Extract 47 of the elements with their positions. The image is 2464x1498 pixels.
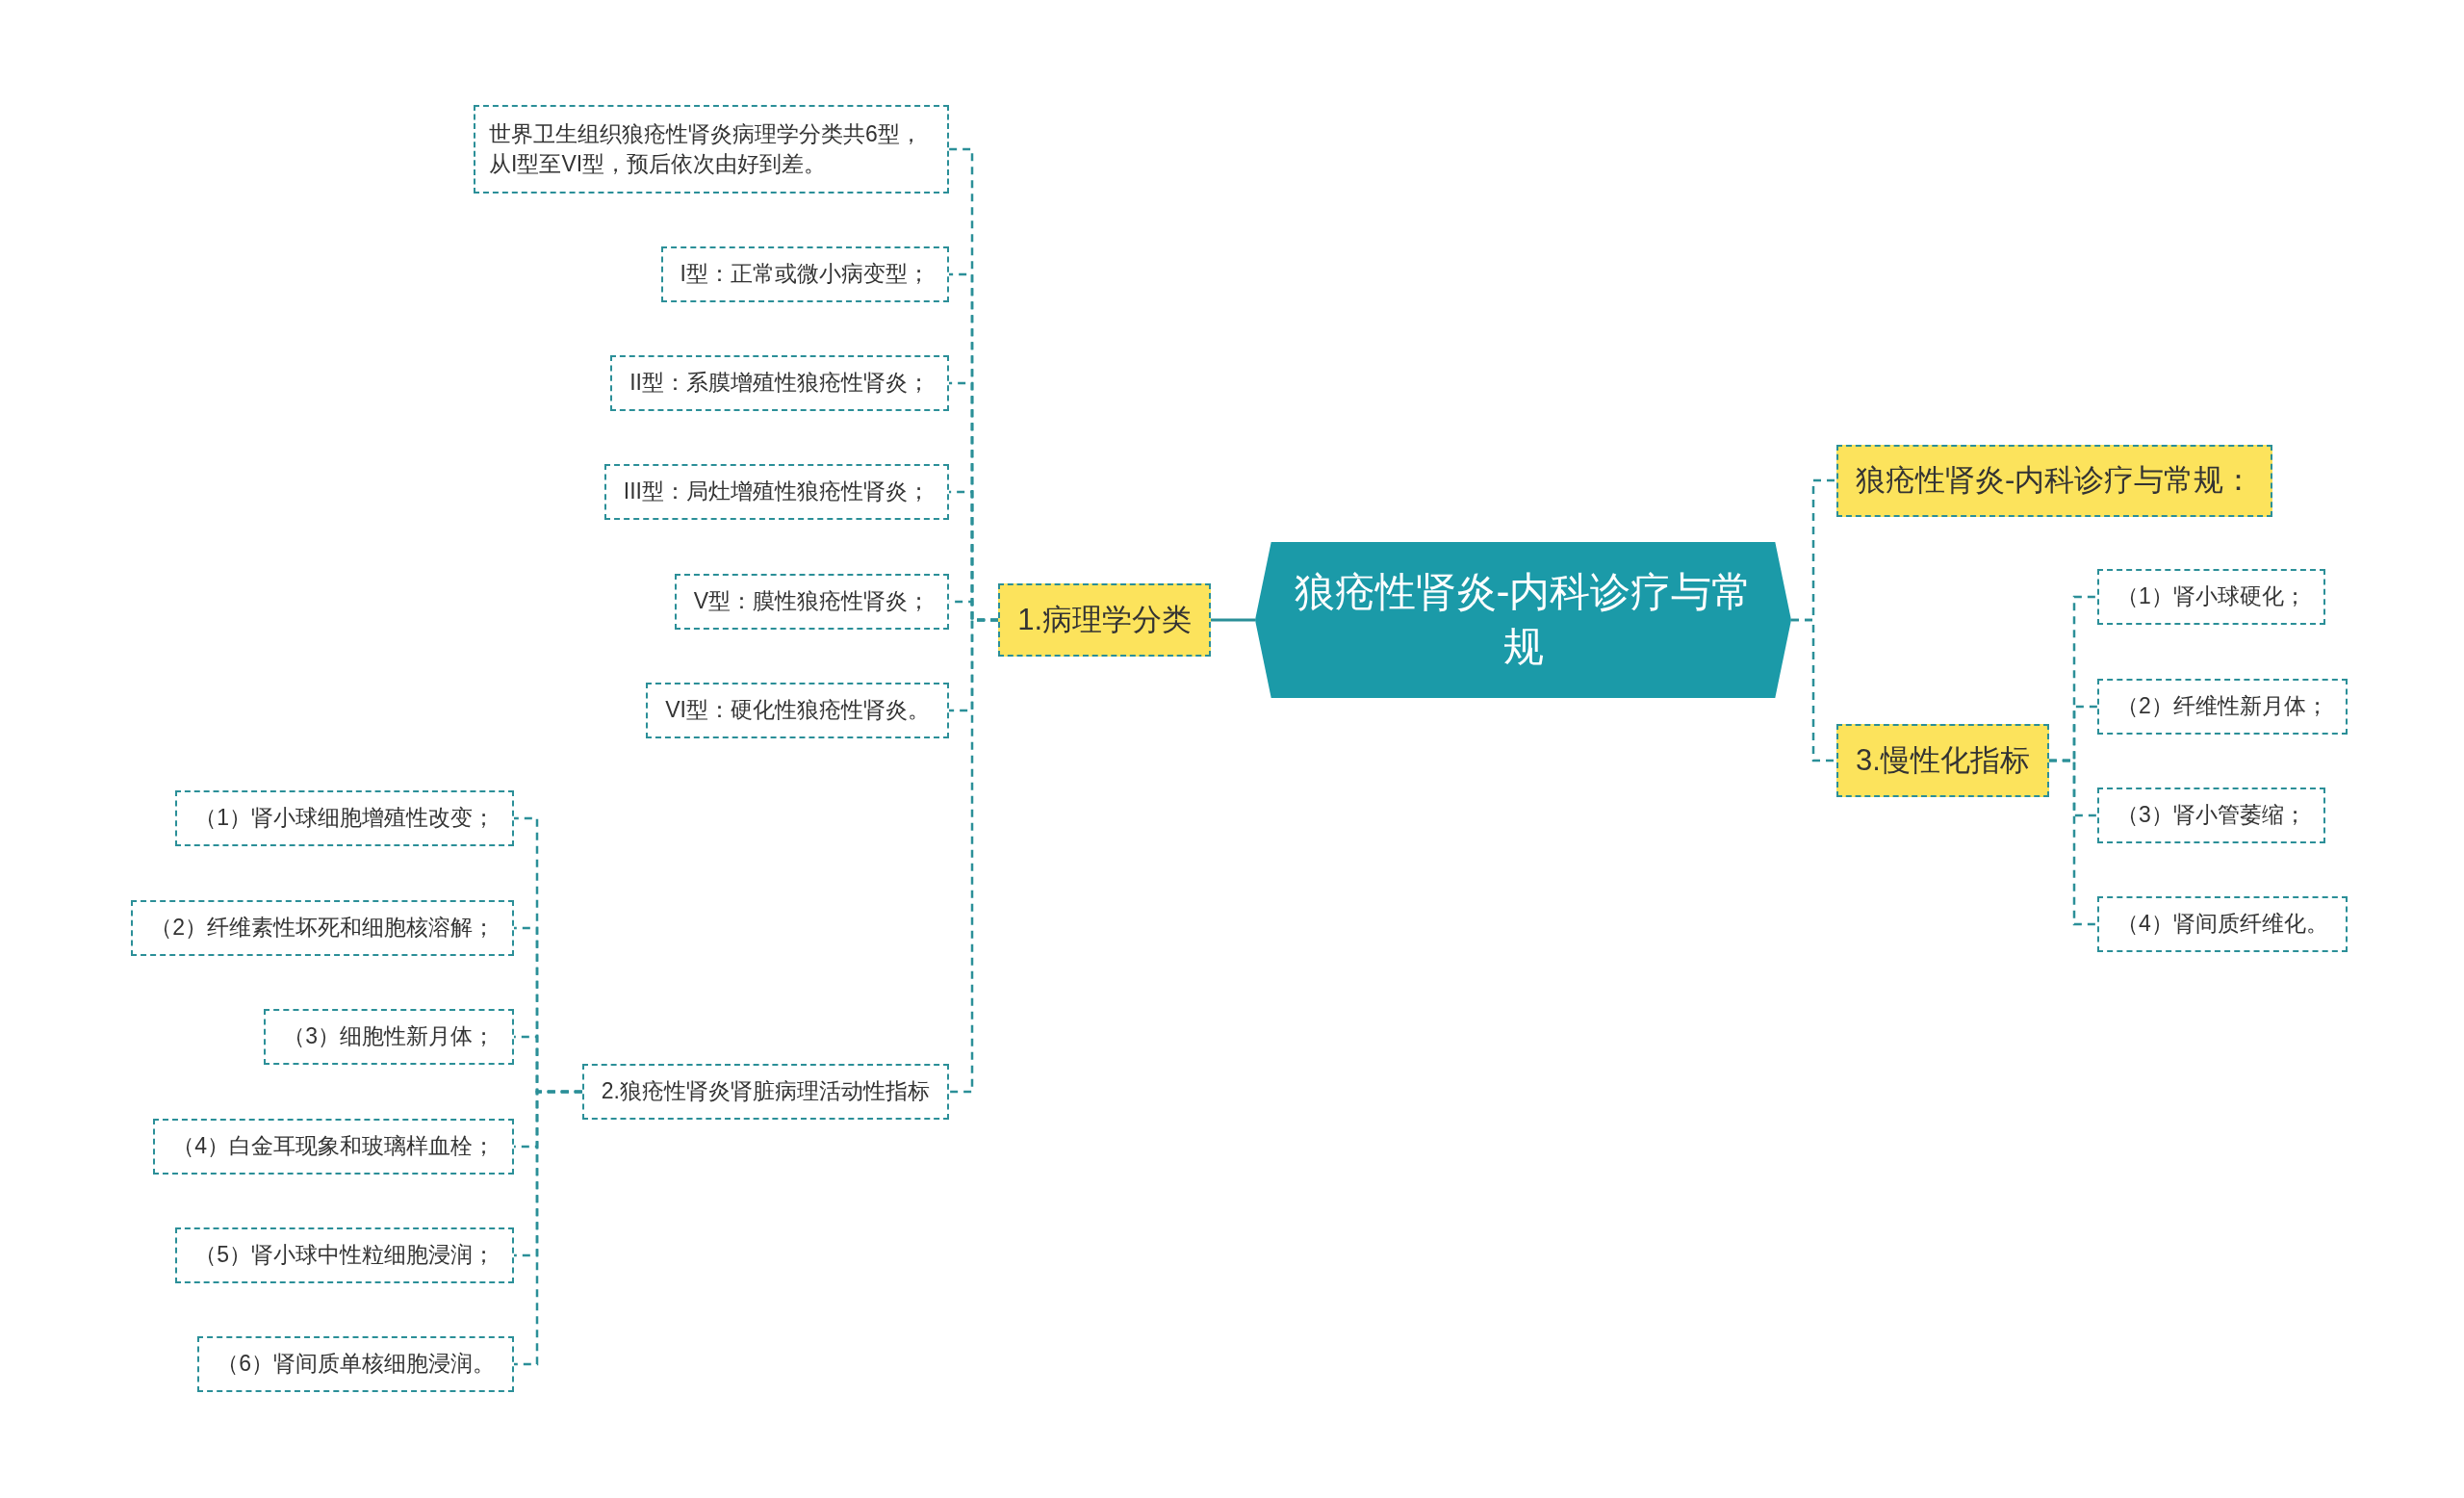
subtopic-box bbox=[581, 1064, 949, 1120]
node-text: III型：局灶增殖性狼疮性肾炎； bbox=[623, 478, 930, 506]
node-text: 世界卫生组织狼疮性肾炎病理学分类共6型，从I型至VI型，预后依次由好到差。 bbox=[489, 119, 923, 178]
connector-line bbox=[949, 618, 999, 1094]
node-text: （4）肾间质纤维化。 bbox=[2117, 910, 2328, 939]
connector-line bbox=[1211, 618, 1255, 622]
subtopic-box bbox=[474, 105, 949, 194]
node-text: （3）肾小管萎缩； bbox=[2117, 801, 2306, 830]
subtopic-box bbox=[264, 1009, 514, 1065]
subtopic-box bbox=[2097, 569, 2325, 625]
topic-box bbox=[998, 583, 1211, 657]
subtopic-box bbox=[131, 900, 514, 956]
subtopic-box bbox=[660, 246, 949, 302]
node-text: （4）白金耳现象和玻璃样血栓； bbox=[172, 1132, 495, 1161]
node-text: 1.病理学分类 bbox=[1017, 601, 1192, 638]
topic-box bbox=[1836, 724, 2049, 797]
subtopic-box bbox=[175, 1227, 514, 1283]
subtopic-box bbox=[603, 464, 949, 520]
node-text: （2）纤维素性坏死和细胞核溶解； bbox=[150, 914, 495, 943]
connector-line bbox=[2048, 759, 2097, 926]
node-text: （1）肾小球硬化； bbox=[2117, 582, 2306, 611]
node-text: （5）肾小球中性粒细胞浸润； bbox=[194, 1241, 495, 1270]
node-text: （1）肾小球细胞增殖性改变； bbox=[194, 804, 495, 833]
subtopic-box bbox=[674, 574, 949, 630]
subtopic-box bbox=[2097, 679, 2348, 735]
subtopic-box bbox=[2097, 788, 2325, 843]
node-text: 2.狼疮性肾炎肾脏病理活动性指标 bbox=[601, 1077, 930, 1106]
node-text: I型：正常或微小病变型； bbox=[680, 260, 930, 289]
node-text: （6）肾间质单核细胞浸润。 bbox=[217, 1350, 495, 1379]
connector-line bbox=[514, 1090, 582, 1366]
subtopic-box bbox=[2097, 896, 2348, 952]
node-text: 狼疮性肾炎-内科诊疗与常规： bbox=[1856, 461, 2254, 499]
node-text: （2）纤维性新月体； bbox=[2117, 692, 2328, 721]
node-text: 狼疮性肾炎-内科诊疗与常规 bbox=[1293, 568, 1754, 671]
node-text: II型：系膜增殖性狼疮性肾炎； bbox=[629, 369, 930, 398]
node-text: 3.慢性化指标 bbox=[1856, 741, 2030, 779]
connector-line bbox=[1791, 618, 1836, 762]
central-topic bbox=[1255, 542, 1791, 698]
node-text: V型：膜性狼疮性肾炎； bbox=[693, 587, 930, 616]
node-text: （3）细胞性新月体； bbox=[283, 1022, 495, 1051]
subtopic-box bbox=[610, 355, 949, 411]
subtopic-box bbox=[646, 683, 949, 738]
topic-box bbox=[1836, 444, 2273, 517]
subtopic-box bbox=[153, 1119, 514, 1175]
node-text: VI型：硬化性狼疮性肾炎。 bbox=[665, 696, 930, 725]
subtopic-box bbox=[197, 1336, 514, 1392]
subtopic-box bbox=[175, 790, 514, 846]
